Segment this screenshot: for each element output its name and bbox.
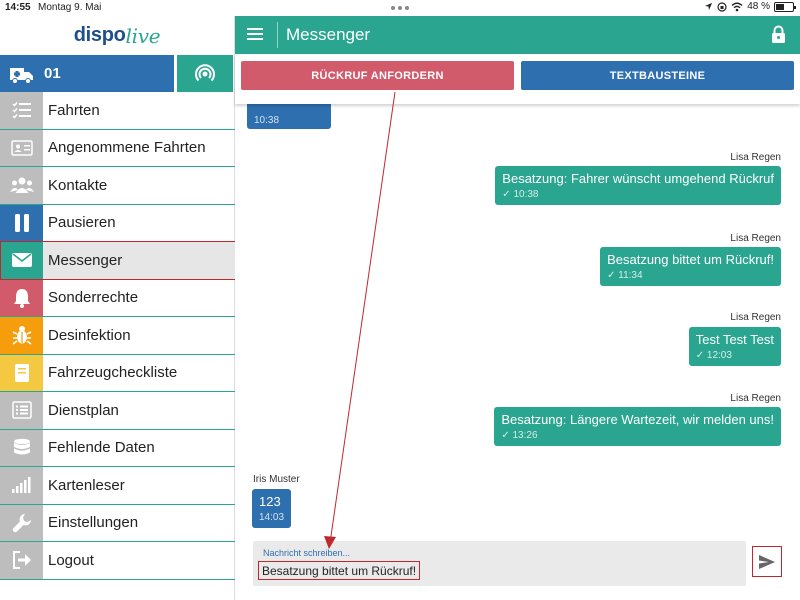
sidebar-item-label: Sonderrechte [48,289,139,307]
sidebar-item-label: Fehlende Daten [48,439,155,457]
message-bubble: 123 14:03 [252,489,292,528]
message-time: 12:03 [706,350,732,361]
message-time: 11:34 [618,270,643,281]
message-sender: Iris Muster [253,474,300,485]
sidebar-item-einstellungen[interactable]: Einstellungen [0,504,235,542]
bell-icon [0,279,43,316]
message-bubble: Test Test Test ✓ 12:03 [688,327,781,366]
sidebar-item-angenommene-fahrten[interactable]: Angenommene Fahrten [0,129,235,167]
message-bubble: 10:38 [247,104,331,129]
lock-icon[interactable] [771,25,786,43]
sidebar-item-fahrzeugcheckliste[interactable]: Fahrzeugcheckliste [0,354,235,392]
bug-icon [0,317,43,354]
message-input[interactable]: Besatzung bittet um Rückruf! [258,561,421,580]
page-title: Messenger [286,25,371,44]
sidebar-item-label: Messenger [48,251,123,269]
header-divider [277,22,278,48]
location-icon [705,2,713,11]
message-time: 13:26 [512,430,538,441]
sidebar-item-desinfektion[interactable]: Desinfektion [0,317,235,355]
vehicle-row: 01 [0,55,235,92]
sidebar-item-label: Kontakte [48,176,108,194]
message-composer[interactable]: Nachricht schreiben... Besatzung bittet … [253,541,746,586]
send-button[interactable] [752,546,782,577]
orientation-lock-icon [717,1,727,12]
sidebar-item-label: Kartenleser [48,476,125,494]
hamburger-menu-icon[interactable] [247,27,263,41]
message-text: Test Test Test [695,332,774,347]
request-callback-button[interactable]: RÜCKRUF ANFORDERN [241,61,514,90]
message-time: 10:38 [254,115,280,126]
action-bar: RÜCKRUF ANFORDERN TEXTBAUSTEINE [235,54,800,104]
check-icon: ✓ [607,270,619,281]
sidebar-item-label: Angenommene Fahrten [48,139,206,157]
send-icon [759,554,775,569]
status-time: 14:55 [5,2,31,13]
message-bubble: Besatzung: Längere Wartezeit, wir melden… [494,407,781,446]
sidebar-item-label: Dienstplan [48,401,119,419]
sidebar-item-dienstplan[interactable]: Dienstplan [0,392,235,430]
sidebar-item-messenger[interactable]: Messenger [0,241,236,280]
list-check-icon [0,92,43,129]
message-bubble: Besatzung bittet um Rückruf! ✓ 11:34 [600,247,781,286]
sidebar-item-label: Desinfektion [48,326,131,344]
book-icon [0,354,43,391]
message-sender: Lisa Regen [730,393,781,404]
sidebar-item-label: Fahrzeugcheckliste [48,364,178,382]
ambulance-icon [0,64,44,84]
check-icon: ✓ [695,350,707,361]
sidebar-item-sonderrechte[interactable]: Sonderrechte [0,279,235,317]
sidebar-item-kartenleser[interactable]: Kartenleser [0,467,235,505]
sidebar-item-fehlende-daten[interactable]: Fehlende Daten [0,429,235,467]
message-text: Besatzung: Längere Wartezeit, wir melden… [501,412,774,427]
message-time: 14:03 [259,512,285,523]
message-sender: Lisa Regen [730,233,781,244]
battery-icon [774,1,796,12]
sign-out-icon [0,542,43,579]
message-sender: Lisa Regen [730,152,781,163]
message-bubble: Besatzung: Fahrer wünscht umgehend Rückr… [495,166,781,205]
battery-percent: 48 % [747,1,770,12]
message-sender: Lisa Regen [730,312,781,323]
sidebar-item-fahrten[interactable]: Fahrten [0,92,235,130]
status-bar: 14:55 Montag 9. Mai 48 % [0,0,800,16]
check-icon: ✓ [502,189,514,200]
sidebar-item-pausieren[interactable]: Pausieren [0,204,235,242]
message-text: Besatzung bittet um Rückruf! [607,252,774,267]
database-icon [0,429,43,466]
wrench-icon [0,504,43,541]
message-list[interactable]: 10:38 Lisa Regen Besatzung: Fahrer wünsc… [235,104,800,536]
broadcast-button[interactable] [177,55,233,92]
envelope-icon [0,242,43,279]
vehicle-selector-button[interactable]: 01 [0,55,174,92]
composer-placeholder: Nachricht schreiben... [263,548,351,558]
check-icon: ✓ [501,430,513,441]
sidebar-item-label: Logout [48,551,94,569]
app-header: Messenger [235,16,800,54]
broadcast-icon [195,63,215,81]
status-date: Montag 9. Mai [38,2,102,13]
pause-icon [0,204,43,241]
wifi-icon [731,2,743,11]
multitasking-dots-icon[interactable] [391,6,409,10]
sidebar-item-logout[interactable]: Logout [0,542,235,580]
signal-bars-icon [0,467,43,504]
sidebar-item-label: Fahrten [48,101,100,119]
message-time: 10:38 [513,189,539,200]
sidebar-item-kontakte[interactable]: Kontakte [0,167,235,205]
status-indicators: 48 % [704,1,796,12]
list-icon [0,392,43,429]
id-card-icon [0,129,43,166]
sidebar-item-label: Pausieren [48,214,116,232]
text-templates-button[interactable]: TEXTBAUSTEINE [521,61,794,90]
message-text: 123 [259,494,281,509]
message-text: Besatzung: Fahrer wünscht umgehend Rückr… [502,171,774,186]
sidebar-item-label: Einstellungen [48,514,139,532]
vehicle-label: 01 [44,65,61,82]
users-icon [0,167,43,204]
